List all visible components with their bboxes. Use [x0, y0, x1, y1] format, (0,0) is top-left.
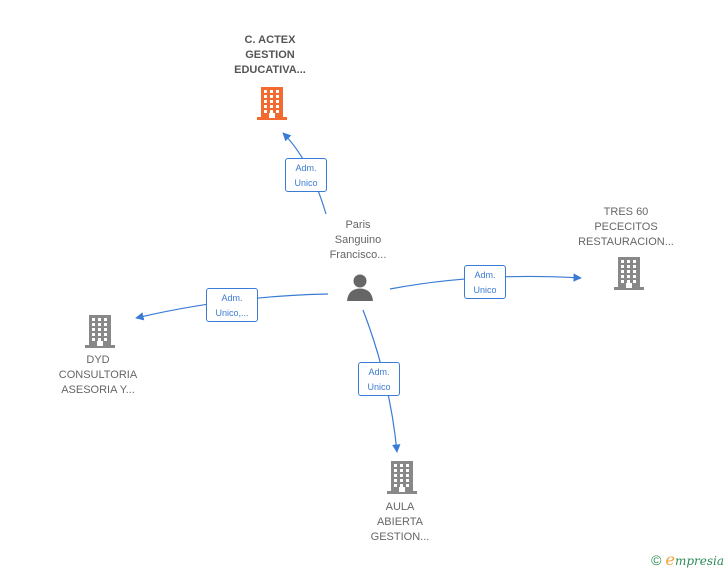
- building-icon-actex: [257, 87, 287, 120]
- edge-label-tres60[interactable]: Adm. Unico: [464, 265, 506, 299]
- center-person-node[interactable]: Paris Sanguino Francisco...: [308, 218, 408, 263]
- company-node-actex[interactable]: C. ACTEX GESTION EDUCATIVA...: [210, 33, 330, 78]
- company-label-aula: AULA ABIERTA GESTION...: [370, 501, 430, 543]
- company-node-tres60[interactable]: TRES 60 PECECITOS RESTAURACION...: [566, 205, 686, 250]
- building-icon-aula: [387, 461, 417, 494]
- company-node-aula[interactable]: AULA ABIERTA GESTION...: [340, 500, 460, 545]
- edge-label-dyd[interactable]: Adm. Unico,...: [206, 288, 258, 322]
- brand-logo: empresia: [665, 550, 724, 569]
- company-node-dyd[interactable]: DYD CONSULTORIA ASESORIA Y...: [38, 353, 158, 398]
- company-label-actex: C. ACTEX GESTION EDUCATIVA...: [234, 34, 306, 76]
- footer-brand: © empresia: [651, 550, 724, 569]
- company-label-dyd: DYD CONSULTORIA ASESORIA Y...: [58, 354, 138, 396]
- center-person-label: Paris Sanguino Francisco...: [329, 219, 387, 261]
- person-icon: [347, 274, 373, 301]
- edge-label-actex[interactable]: Adm. Unico: [285, 158, 327, 192]
- edge-label-aula[interactable]: Adm. Unico: [358, 362, 400, 396]
- company-label-tres60: TRES 60 PECECITOS RESTAURACION...: [578, 206, 674, 248]
- building-icon-tres60: [614, 257, 644, 290]
- building-icon-dyd: [85, 315, 115, 348]
- copyright-symbol: ©: [651, 551, 662, 568]
